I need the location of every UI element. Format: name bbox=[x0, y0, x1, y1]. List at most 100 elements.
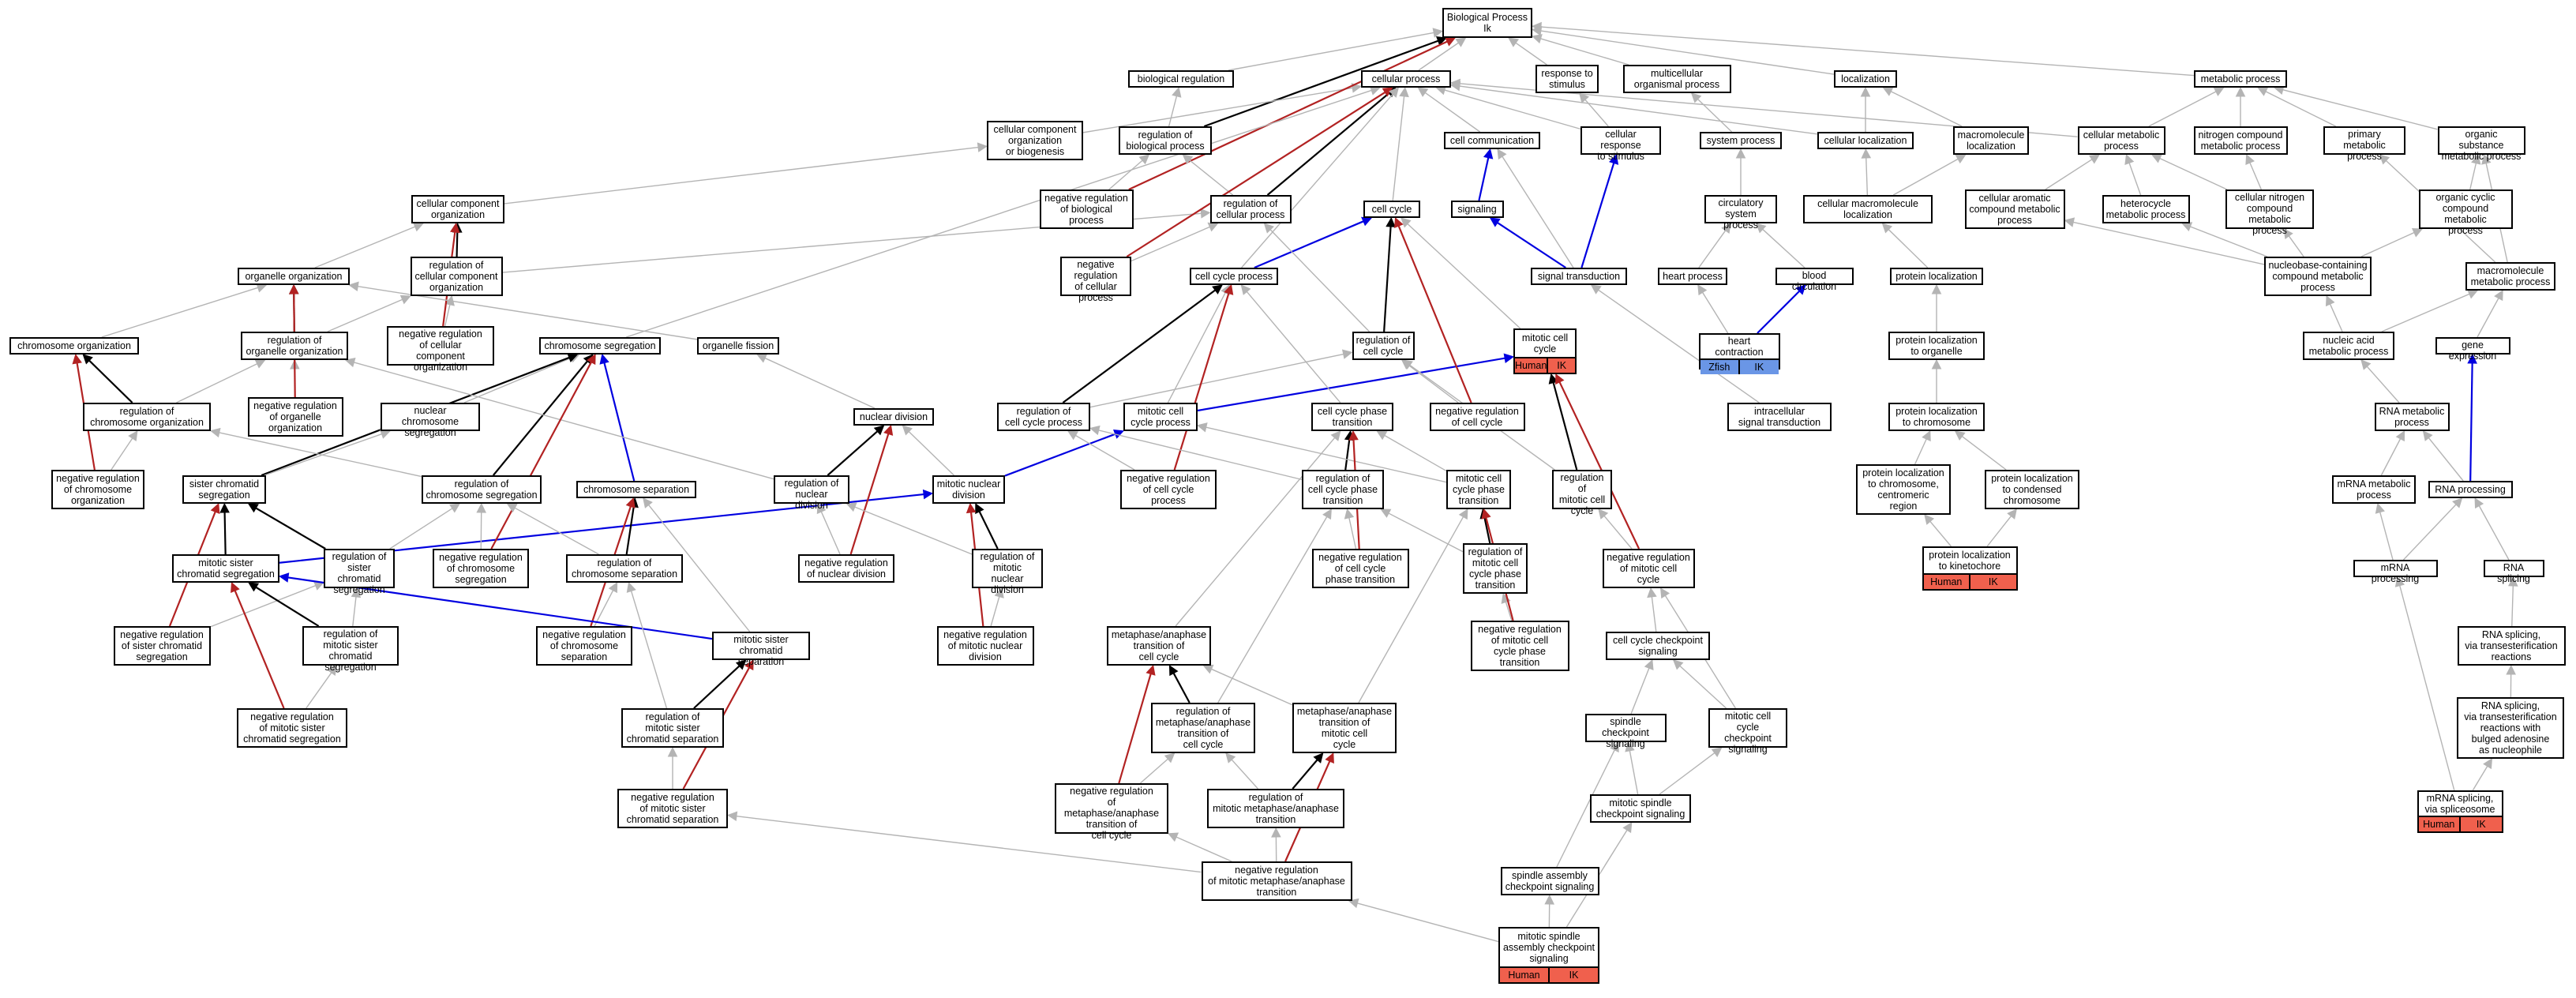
go-term-ccproc[interactable]: cell cycle process bbox=[1190, 268, 1278, 285]
go-term-circ[interactable]: circulatory system process bbox=[1704, 195, 1777, 231]
go-term-cellresp[interactable]: cellular response to stimulus bbox=[1580, 126, 1661, 162]
go-term-ccchk[interactable]: cell cycle checkpoint signaling bbox=[1606, 632, 1710, 660]
go-term-regmitcc[interactable]: regulation of mitotic cell cycle bbox=[1552, 470, 1612, 516]
go-term-negregcc[interactable]: negative regulation of cell cycle bbox=[1429, 403, 1525, 431]
go-term-negregchromsep[interactable]: negative regulation of chromosome separa… bbox=[536, 626, 632, 666]
go-term-mitsissep[interactable]: mitotic sister chromatid separation bbox=[712, 632, 810, 667]
go-term-primmet[interactable]: primary metabolic process bbox=[2323, 126, 2405, 162]
go-term-negregorgorg[interactable]: negative regulation of organelle organiz… bbox=[247, 397, 343, 437]
go-term-bp[interactable]: Biological Process Ik bbox=[1442, 8, 1532, 38]
go-term-protloccent[interactable]: protein localization to chromosome, cent… bbox=[1856, 464, 1951, 515]
go-term-cellarom[interactable]: cellular aromatic compound metabolic pro… bbox=[1964, 189, 2065, 229]
go-term-respstim[interactable]: response to stimulus bbox=[1535, 65, 1599, 93]
go-term-mitmetaana[interactable]: metaphase/anaphase transition of mitotic… bbox=[1292, 703, 1397, 753]
go-term-macroloc[interactable]: macromolecule localization bbox=[1953, 126, 2029, 155]
go-term-hetero[interactable]: heterocycle metabolic process bbox=[2102, 195, 2190, 223]
go-term-negregsisseg[interactable]: negative regulation of sister chromatid … bbox=[113, 626, 211, 666]
go-term-rnaproc[interactable]: RNA processing bbox=[2428, 481, 2513, 498]
go-term-multiorg[interactable]: multicellular organismal process bbox=[1622, 65, 1731, 93]
go-term-regsisseg[interactable]: regulation of sister chromatid segregati… bbox=[324, 549, 395, 595]
go-term-negregbio[interactable]: negative regulation of biological proces… bbox=[1039, 189, 1134, 229]
go-term-rnasplice[interactable]: RNA splicing bbox=[2483, 560, 2544, 584]
go-term-negregnucdiv[interactable]: negative regulation of nuclear division bbox=[798, 554, 894, 583]
go-term-sysproc[interactable]: system process bbox=[1700, 132, 1782, 149]
go-term-protlocorg[interactable]: protein localization to organelle bbox=[1888, 332, 1985, 360]
go-term-regbio[interactable]: regulation of biological process bbox=[1119, 126, 1212, 155]
go-term-bioreg[interactable]: biological regulation bbox=[1128, 70, 1234, 88]
go-term-rnamet[interactable]: RNA metabolic process bbox=[2374, 403, 2450, 431]
go-term-mitccphase[interactable]: mitotic cell cycle phase transition bbox=[1446, 470, 1511, 509]
go-term-regnucdiv[interactable]: regulation of nuclear division bbox=[774, 475, 849, 511]
go-term-negregmitmetaana[interactable]: negative regulation of mitotic metaphase… bbox=[1201, 861, 1352, 901]
go-term-regmitsissep[interactable]: regulation of mitotic sister chromatid s… bbox=[621, 708, 724, 748]
go-term-protlocchrom[interactable]: protein localization to chromosome bbox=[1888, 403, 1985, 431]
go-term-mitnucdiv[interactable]: mitotic nuclear division bbox=[932, 475, 1005, 504]
go-term-protloccond[interactable]: protein localization to condensed chromo… bbox=[1985, 470, 2079, 509]
go-term-ccob[interactable]: cellular component organization or bioge… bbox=[987, 121, 1083, 160]
go-term-bloodcirc[interactable]: blood circulation bbox=[1775, 268, 1854, 292]
go-term-mrnaproc[interactable]: mRNA processing bbox=[2353, 560, 2438, 584]
go-term-ccphase[interactable]: cell cycle phase transition bbox=[1311, 403, 1393, 431]
go-term-sigtrans[interactable]: signal transduction bbox=[1531, 268, 1627, 285]
go-term-rnasplicetrans[interactable]: RNA splicing, via transesterification re… bbox=[2457, 626, 2566, 666]
go-term-sisseg[interactable]: sister chromatid segregation bbox=[182, 475, 266, 504]
go-term-mitccchk[interactable]: mitotic cell cycle checkpoint signaling bbox=[1708, 708, 1787, 755]
go-term-mrnamet[interactable]: mRNA metabolic process bbox=[2332, 475, 2416, 504]
go-term-negregcell[interactable]: negative regulation of cellular process bbox=[1060, 257, 1131, 303]
go-term-regchromseg[interactable]: regulation of chromosome segregation bbox=[422, 475, 542, 504]
go-term-orgorg[interactable]: organelle organization bbox=[238, 268, 350, 285]
go-term-regchromsep[interactable]: regulation of chromosome separation bbox=[566, 554, 683, 583]
go-term-regorgorg[interactable]: regulation of organelle organization bbox=[241, 332, 348, 360]
go-term-nucbase[interactable]: nucleobase-containing compound metabolic… bbox=[2264, 257, 2372, 296]
go-term-local[interactable]: localization bbox=[1834, 70, 1897, 88]
go-term-negregmitsisseg[interactable]: negative regulation of mitotic sister ch… bbox=[237, 708, 347, 748]
go-term-cellcomm[interactable]: cell communication bbox=[1444, 132, 1540, 149]
go-term-cellcycle[interactable]: cell cycle bbox=[1363, 201, 1420, 218]
go-term-nucacid[interactable]: nucleic acid metabolic process bbox=[2303, 332, 2394, 360]
go-term-cellnitro[interactable]: cellular nitrogen compound metabolic pro… bbox=[2225, 189, 2314, 236]
go-term-nucdiv[interactable]: nuclear division bbox=[853, 408, 934, 426]
go-term-negregmetaana[interactable]: negative regulation of metaphase/anaphas… bbox=[1055, 783, 1168, 841]
go-term-nucchromseg[interactable]: nuclear chromosome segregation bbox=[381, 403, 480, 438]
go-term-negregmitccphase[interactable]: negative regulation of mitotic cell cycl… bbox=[1470, 621, 1569, 671]
go-term-regccphase[interactable]: regulation of cell cycle phase transitio… bbox=[1302, 470, 1384, 509]
go-term-spindleassem[interactable]: spindle assembly checkpoint signaling bbox=[1500, 867, 1599, 895]
go-term-regmitnucdiv[interactable]: regulation of mitotic nuclear division bbox=[972, 549, 1043, 595]
go-term-chromorg[interactable]: chromosome organization bbox=[9, 337, 139, 355]
go-term-negregccproc[interactable]: negative regulation of cell cycle proces… bbox=[1120, 470, 1217, 509]
go-term-rnasplicebulged[interactable]: RNA splicing, via transesterification re… bbox=[2457, 697, 2564, 759]
go-term-mitccproc[interactable]: mitotic cell cycle process bbox=[1123, 403, 1198, 431]
go-term-protloc[interactable]: protein localization bbox=[1890, 268, 1983, 285]
go-term-orgsub[interactable]: organic substance metabolic process bbox=[2437, 126, 2525, 162]
go-term-chromseg[interactable]: chromosome segregation bbox=[539, 337, 661, 355]
go-term-chromsep[interactable]: chromosome separation bbox=[576, 481, 696, 498]
go-term-geneexp[interactable]: gene expression bbox=[2435, 337, 2510, 362]
go-term-regmetaana[interactable]: regulation of metaphase/anaphase transit… bbox=[1151, 703, 1255, 753]
go-term-celllocal[interactable]: cellular localization bbox=[1817, 132, 1914, 149]
go-term-regcco[interactable]: regulation of cellular component organiz… bbox=[410, 257, 503, 296]
go-term-nitro[interactable]: nitrogen compound metabolic process bbox=[2193, 126, 2288, 155]
go-term-intrasig[interactable]: intracellular signal transduction bbox=[1727, 403, 1832, 431]
go-term-negregccphase[interactable]: negative regulation of cell cycle phase … bbox=[1311, 549, 1409, 588]
go-term-orgcyc[interactable]: organic cyclic compound metabolic proces… bbox=[2418, 189, 2513, 236]
go-term-regccproc[interactable]: regulation of cell cycle process bbox=[997, 403, 1090, 431]
go-term-negregmitnucdiv[interactable]: negative regulation of mitotic nuclear d… bbox=[936, 626, 1034, 666]
go-term-signaling[interactable]: signaling bbox=[1450, 201, 1504, 218]
go-term-regcell[interactable]: regulation of cellular process bbox=[1209, 195, 1292, 223]
go-term-heartproc[interactable]: heart process bbox=[1658, 268, 1727, 285]
go-term-cellproc[interactable]: cellular process bbox=[1361, 70, 1451, 88]
go-term-negregcco[interactable]: negative regulation of cellular componen… bbox=[387, 326, 494, 373]
go-term-metaana[interactable]: metaphase/anaphase transition of cell cy… bbox=[1107, 626, 1211, 666]
go-term-mitsisseg[interactable]: mitotic sister chromatid segregation bbox=[172, 554, 279, 583]
go-term-cellmacroloc[interactable]: cellular macromolecule localization bbox=[1803, 195, 1933, 223]
go-term-negregmitsissep[interactable]: negative regulation of mitotic sister ch… bbox=[617, 789, 728, 828]
go-term-regmitsisseg[interactable]: regulation of mitotic sister chromatid s… bbox=[302, 626, 399, 673]
go-term-spindlechk[interactable]: spindle checkpoint signaling bbox=[1584, 714, 1667, 749]
go-term-regmitccphase[interactable]: regulation of mitotic cell cycle phase t… bbox=[1463, 543, 1528, 594]
go-term-negregmitcc[interactable]: negative regulation of mitotic cell cycl… bbox=[1602, 549, 1695, 588]
go-term-negregchromseg[interactable]: negative regulation of chromosome segreg… bbox=[433, 549, 529, 588]
